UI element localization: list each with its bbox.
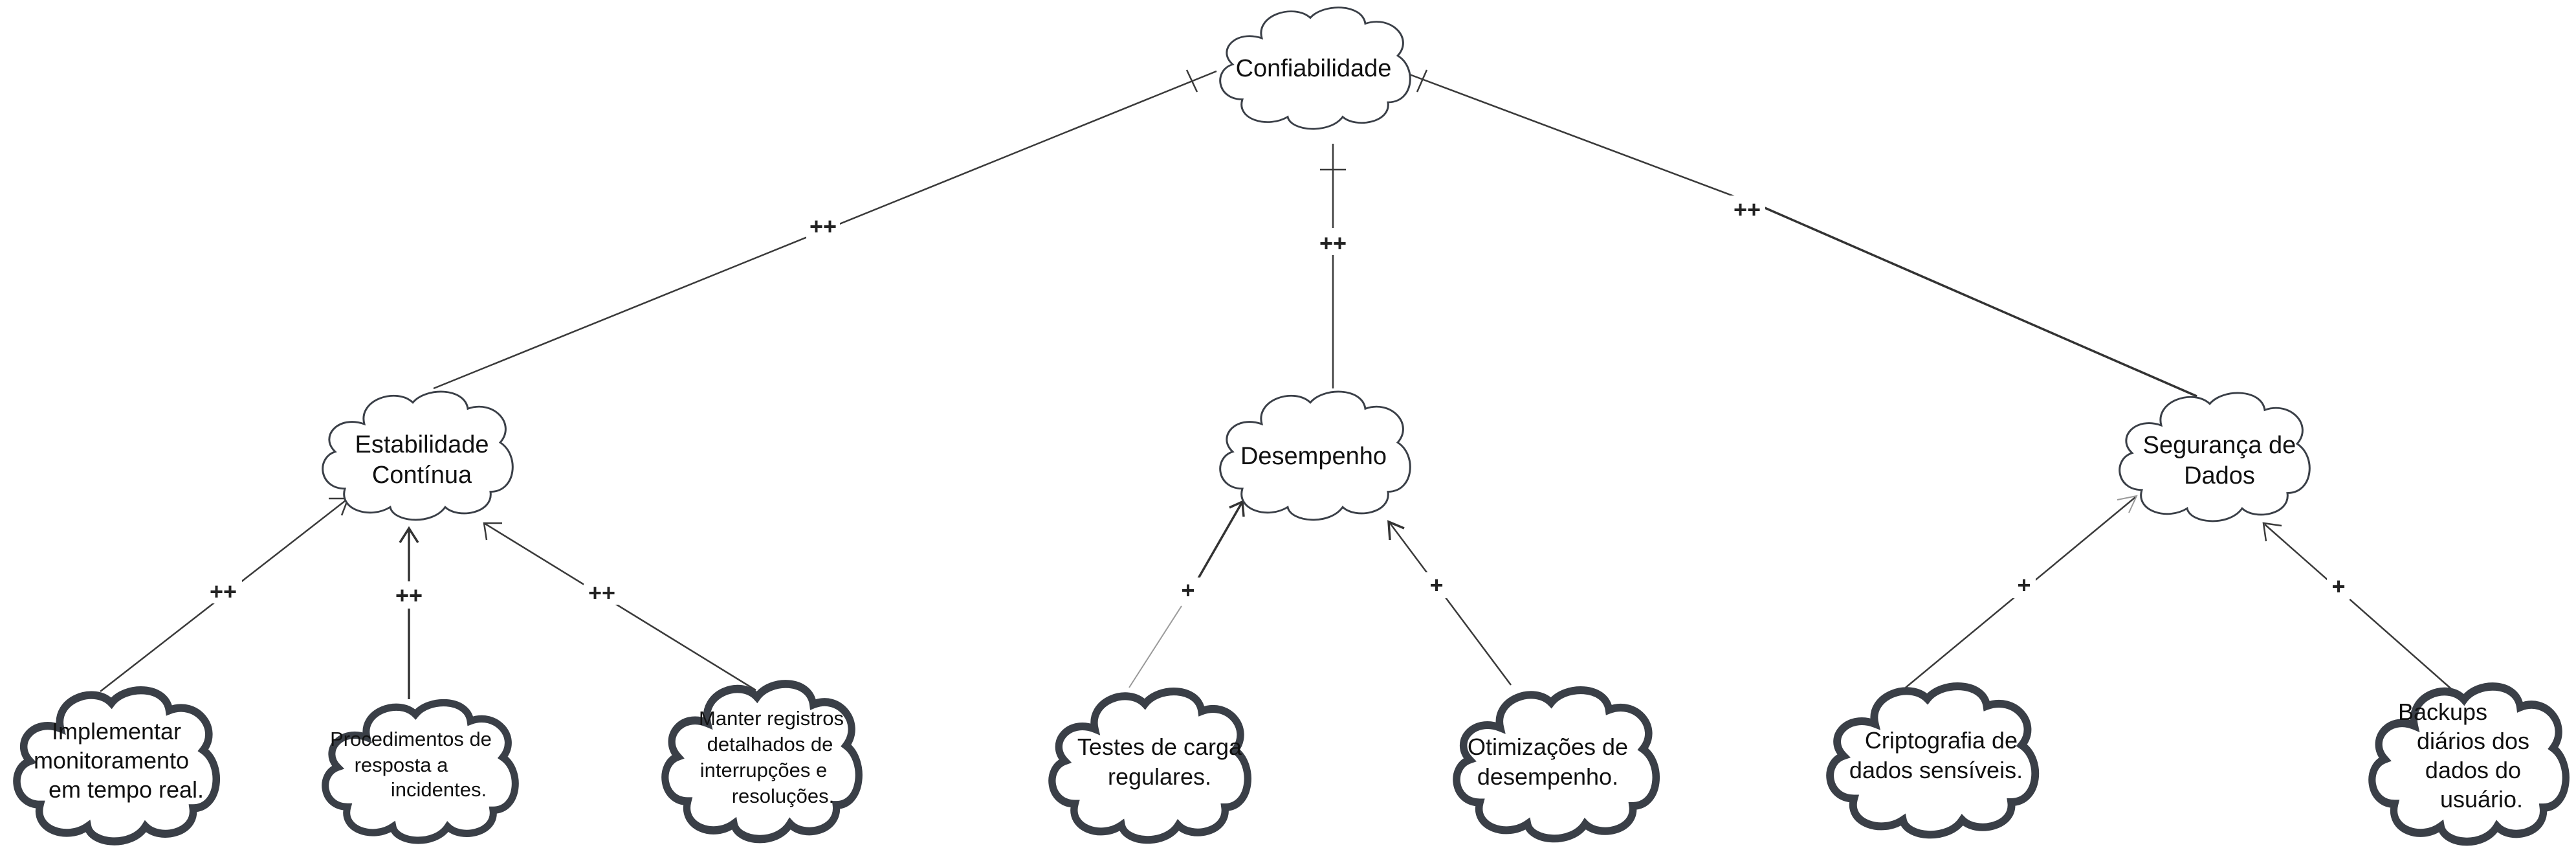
task-label-line-2: detalhados de [707,733,833,756]
link-seguranca-confiabilidade[interactable]: ++ [1400,69,2197,398]
task-label-line-1: Testes de carga [1077,734,1242,760]
link-testes-desempenho[interactable]: + [1128,500,1245,688]
task-label-line-1: Otimizações de [1468,734,1628,760]
task-label-line-3: dados do [2425,757,2521,783]
task-implementar-monitoramento[interactable]: Implementar monitoramento em tempo real. [17,690,216,841]
goal-label-line-2: Dados [2184,462,2255,489]
task-label-line-2: dados sensíveis. [1849,757,2023,783]
task-procedimentos-de-resposta[interactable]: Procedimentos de resposta a incidentes. [325,702,516,840]
task-label-line-2: diários dos [2417,728,2529,754]
link-label: ++ [809,213,837,240]
goal-estabilidade-continua[interactable]: Estabilidade Contínua [322,390,514,521]
task-label-line-3: em tempo real. [49,776,204,803]
arrow-head [2117,495,2138,513]
edges-layer: ++ ++ ++ ++ ++ [100,69,2456,699]
link-otimizacoes-desempenho[interactable]: + [1387,520,1512,686]
arrow-head [483,522,502,541]
link-end-tick [1416,69,1428,93]
link-label: ++ [210,578,237,605]
link-desempenho-confiabilidade[interactable]: ++ [1315,144,1351,388]
task-label-line-1: Procedimentos de [330,728,492,750]
link-label: + [1181,577,1194,603]
arrow-head [2262,522,2282,542]
link-label: ++ [1319,230,1347,256]
goals-layer: Confiabilidade Estabilidade Contínua Des… [322,6,2311,522]
arrow-head [1387,520,1405,541]
task-label-line-3: interrupções e [700,759,827,781]
goal-seguranca-de-dados[interactable]: Segurança de Dados [2119,392,2311,522]
task-label-line-4: resoluções. [732,785,835,807]
arrow-head [1229,500,1245,517]
link-label: ++ [395,582,423,609]
goal-desempenho[interactable]: Desempenho [1219,390,1411,521]
task-label-line-2: desempenho. [1477,763,1618,790]
goal-label-line-1: Estabilidade [355,431,489,458]
task-criptografia-de-dados[interactable]: Criptografia de dados sensíveis. [1830,686,2035,835]
link-end-tick [1185,69,1198,93]
task-testes-de-carga[interactable]: Testes de carga regulares. [1052,691,1248,840]
task-label-line-1: Backups [2398,699,2487,725]
goal-confiabilidade[interactable]: Confiabilidade [1219,6,1411,130]
task-label-line-1: Implementar [52,718,181,745]
link-label: + [2017,572,2031,598]
link-registros-estabilidade[interactable]: ++ [483,522,756,691]
link-procedimentos-estabilidade[interactable]: ++ [391,526,427,699]
arrow-head [399,526,419,543]
task-label-line-3: incidentes. [391,778,487,801]
link-label: + [2331,573,2345,600]
link-label: ++ [1734,196,1761,223]
link-backups-seguranca[interactable]: + [2262,522,2456,693]
task-otimizacoes-de-desempenho[interactable]: Otimizações de desempenho. [1457,690,1656,838]
goal-label: Confiabilidade [1236,55,1392,82]
link-label: + [1429,572,1443,598]
goal-label: Desempenho [1240,443,1387,470]
task-label-line-4: usuário. [2440,786,2523,813]
link-estabilidade-confiabilidade[interactable]: ++ [433,69,1217,390]
link-criptografia-seguranca[interactable]: + [1905,495,2138,688]
tasks-layer: Implementar monitoramento em tempo real.… [17,684,2566,842]
task-label-line-1: Criptografia de [1865,727,2018,754]
goal-label-line-1: Segurança de [2143,432,2296,459]
task-label-line-2: resposta a [355,754,449,776]
link-monitoramento-estabilidade[interactable]: ++ [100,497,349,692]
task-label-line-1: Manter registros [699,707,844,730]
task-backups-diarios[interactable]: Backups diários dos dados do usuário. [2372,686,2566,842]
task-label-line-2: monitoramento [34,747,189,774]
task-label-line-2: regulares. [1108,763,1211,790]
link-label: ++ [588,579,615,606]
goal-label-line-2: Contínua [372,462,472,489]
task-manter-registros[interactable]: Manter registros detalhados de interrupç… [665,684,859,839]
